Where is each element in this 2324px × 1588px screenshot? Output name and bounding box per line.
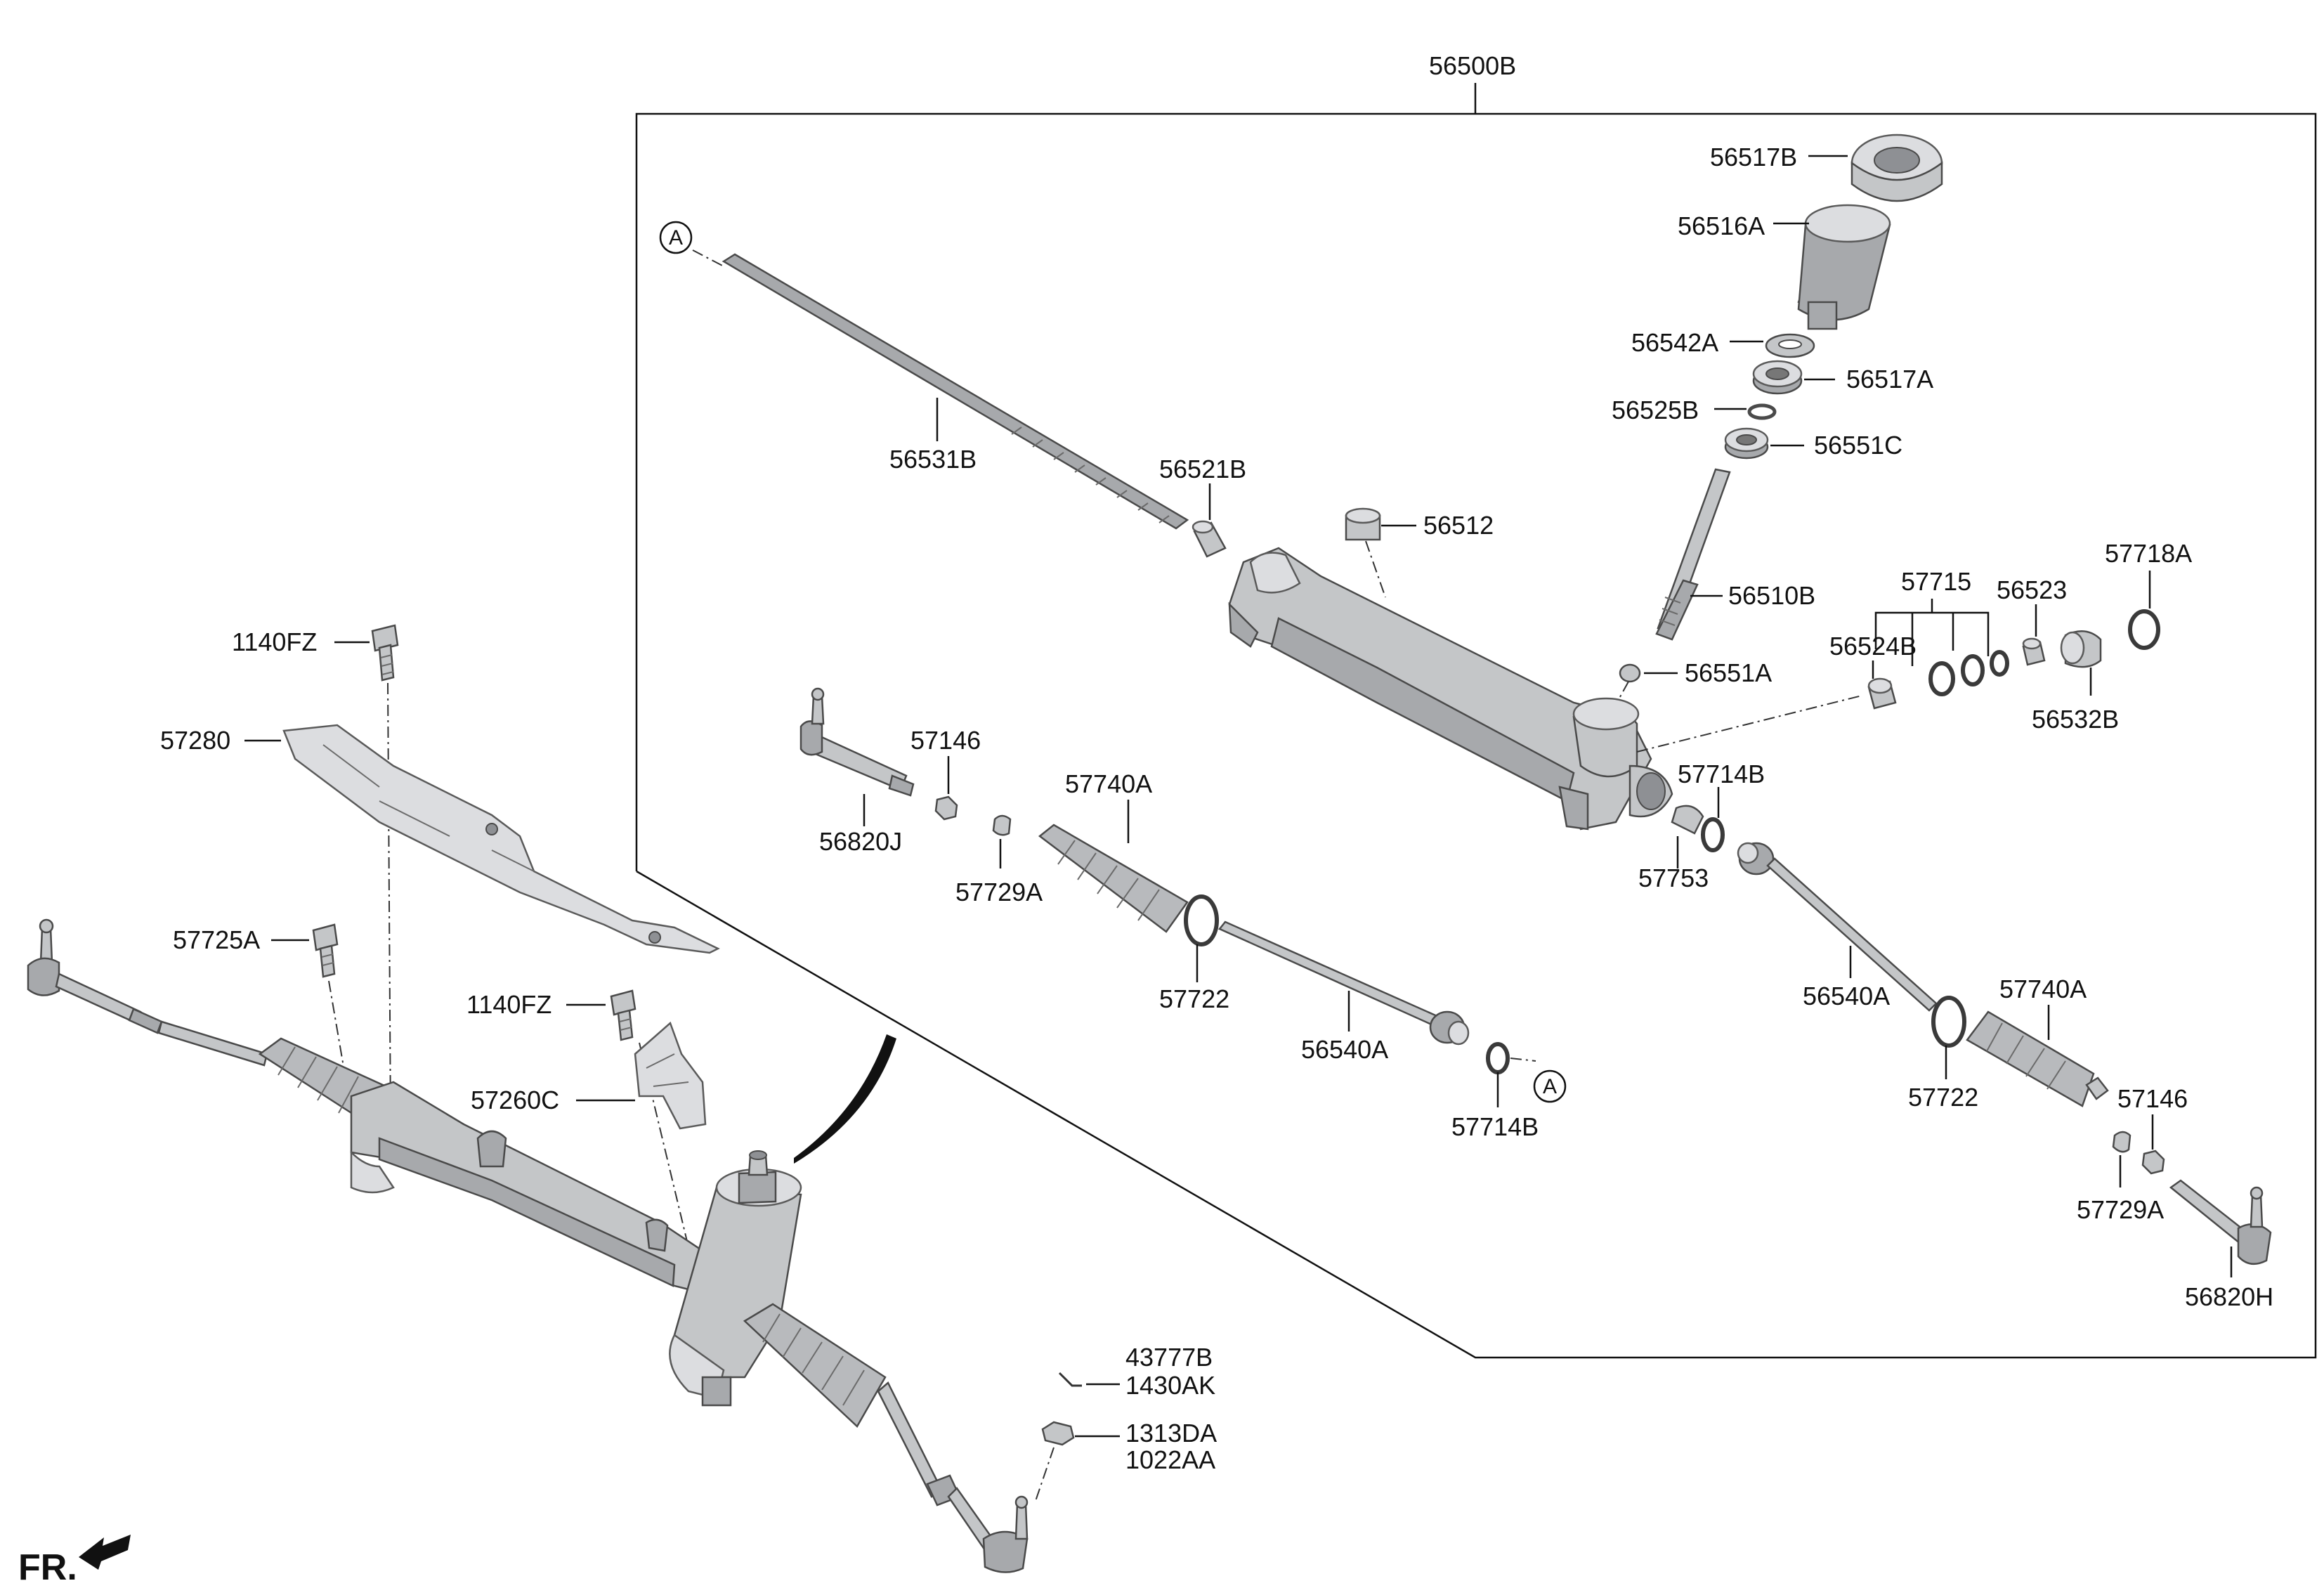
part-56532B [2060,630,2102,668]
callout-56820h: 56820H [2185,1282,2273,1311]
callout-56542a: 56542A [1631,328,1718,357]
callout-57729a-right: 57729A [2077,1195,2164,1224]
callout-1140fz-mid: 1140FZ [466,990,551,1019]
part-57715-ring-3 [1990,650,2009,677]
callout-57740a-left: 57740A [1065,769,1152,798]
part-56512 [1345,507,1381,541]
callout-57718a: 57718A [2105,539,2192,568]
lower-tie-rod-left [27,918,268,1067]
part-56820J [799,687,915,797]
callout-56523: 56523 [1997,575,2067,604]
part-57718A [2128,609,2160,650]
callout-56551a: 56551A [1685,658,1772,687]
part-56820H [2169,1179,2272,1265]
part-56517A [1752,360,1803,395]
frame-label: 56500B [1429,51,1516,80]
callout-57729a-left: 57729A [955,878,1043,906]
part-57740A-left [1038,824,1189,933]
part-57740A-right [1966,1010,2109,1107]
callout-1313da: 1313DA [1125,1419,1217,1447]
callout-57260c: 57260C [471,1086,559,1114]
callout-56517b: 56517B [1710,143,1797,171]
steering-gear-housing [1228,547,1673,831]
lower-gear-housing [350,1081,718,1294]
callout-56524b: 56524B [1829,632,1917,660]
callout-56525b: 56525B [1612,396,1699,424]
part-1313DA [1041,1421,1075,1446]
circle-ref-bottom-ring [1533,1069,1567,1103]
part-1140FZ-mid [610,989,637,1041]
part-57715-ring-2 [1961,654,1985,686]
part-56525B [1747,403,1777,420]
zoom-wedge [794,1034,896,1164]
part-57146-right [2141,1150,2165,1175]
part-57280 [282,724,720,954]
callout-57740a-right: 57740A [1999,975,2087,1003]
part-43777B [1058,1372,1082,1387]
part-57753 [1671,805,1704,835]
front-arrow-icon [79,1535,131,1570]
part-56523 [2022,637,2046,666]
callout-43777b: 43777B [1125,1343,1213,1372]
callout-57725a: 57725A [173,925,260,954]
part-56517B [1850,134,1943,202]
callout-57714b-top: 57714B [1678,760,1765,788]
part-56521B [1192,520,1227,558]
part-57725A [312,923,339,978]
callout-57280: 57280 [160,726,230,755]
lower-boot-right [743,1303,1029,1573]
part-56510B [1655,468,1731,641]
circle-ref-top: A [669,226,683,249]
part-56531B [722,253,1189,530]
callout-56517a: 56517A [1846,365,1933,393]
callout-57715: 57715 [1901,567,1971,596]
callout-57722-left: 57722 [1159,984,1229,1013]
part-57722-left [1184,894,1219,946]
part-57714B-bottom [1486,1042,1510,1074]
callout-56512: 56512 [1423,511,1494,540]
callout-1022aa: 1022AA [1125,1445,1215,1474]
front-label: FR. [18,1547,77,1588]
callout-57722-right: 57722 [1908,1083,1978,1112]
part-57260C [634,1021,707,1130]
callout-1430ak: 1430AK [1125,1371,1215,1400]
callout-57146-top: 57146 [910,726,981,755]
callout-57714b-bottom: 57714B [1451,1112,1539,1141]
part-57715-ring-1 [1928,661,1955,696]
part-57714B-top [1701,817,1725,852]
part-56551C [1724,427,1769,460]
callout-56551c: 56551C [1814,431,1902,460]
callout-56540a-left: 56540A [1301,1035,1388,1064]
part-57729A-right [2112,1131,2132,1153]
part-56540A-right [1737,842,1938,1012]
callout-57753: 57753 [1638,864,1709,892]
part-57722-right [1931,996,1966,1048]
callout-56540a-right: 56540A [1803,982,1890,1010]
callout-56516a: 56516A [1678,211,1765,240]
circle-ref-bottom: A [1543,1075,1557,1098]
part-56540A-left [1218,920,1470,1046]
part-56516A [1797,204,1891,330]
part-1140FZ-top [371,624,399,682]
callout-56510b: 56510B [1728,581,1815,610]
callout-56531b: 56531B [889,445,977,474]
callout-56532b: 56532B [2032,705,2119,734]
callout-1140fz-top: 1140FZ [232,627,317,656]
part-57729A-left [992,814,1012,836]
callout-56820j: 56820J [819,827,902,856]
assembly-frame [635,112,2317,1359]
part-57146-top [934,795,958,821]
part-56524B [1867,677,1897,710]
part-56551A [1619,663,1641,683]
callout-57146-right: 57146 [2117,1084,2188,1113]
callout-56521b: 56521B [1159,455,1246,483]
